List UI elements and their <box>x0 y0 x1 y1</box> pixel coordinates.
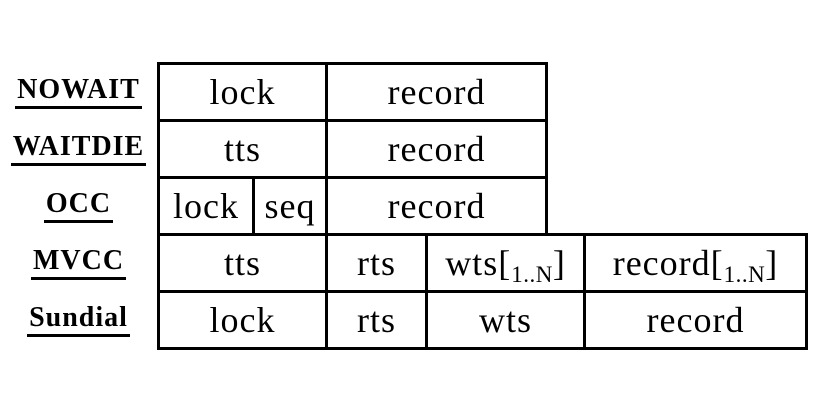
field-label: record <box>646 300 745 340</box>
occ-seq-cell: seq <box>252 176 328 236</box>
protocol-label-text: NOWAIT <box>15 75 142 109</box>
field-label: tts <box>223 129 261 169</box>
field-label: record[1..N] <box>612 243 779 287</box>
protocol-label-text: WAITDIE <box>10 132 147 166</box>
sundial-rts-cell: rts <box>325 290 428 350</box>
sundial-record-cell: record <box>583 290 808 350</box>
occ-record-cell: record <box>325 176 548 236</box>
mvcc-wts-array-cell: wts[1..N] <box>425 233 586 293</box>
protocol-label-text: MVCC <box>30 246 127 280</box>
nowait-record-cell: record <box>325 62 548 122</box>
protocol-record-table: NOWAIT lock record WAITDIE tts record <box>0 62 808 350</box>
subscript-range: 1..N <box>511 262 553 287</box>
field-label: record <box>387 72 486 112</box>
field-label: wts <box>478 300 532 340</box>
field-label: lock <box>173 186 239 226</box>
field-label: wts[1..N] <box>445 243 566 287</box>
field-label: rts <box>357 300 396 340</box>
protocol-label-nowait: NOWAIT <box>0 62 157 122</box>
row-waitdie: WAITDIE tts record <box>0 119 808 179</box>
occ-lock-cell: lock <box>157 176 255 236</box>
row-mvcc: MVCC tts rts wts[1..N] record[1..N] <box>0 233 808 293</box>
field-label: tts <box>223 243 261 283</box>
protocol-label-text: Sundial <box>27 303 130 337</box>
protocol-label-mvcc: MVCC <box>0 233 157 293</box>
field-label: seq <box>264 186 316 226</box>
mvcc-tts-cell: tts <box>157 233 328 293</box>
waitdie-tts-cell: tts <box>157 119 328 179</box>
protocol-label-text: OCC <box>43 189 114 223</box>
protocol-label-occ: OCC <box>0 176 157 236</box>
protocol-label-sundial: Sundial <box>0 290 157 350</box>
row-sundial: Sundial lock rts wts record <box>0 290 808 350</box>
field-label: record <box>387 186 486 226</box>
protocol-label-waitdie: WAITDIE <box>0 119 157 179</box>
row-occ: OCC lock seq record <box>0 176 808 236</box>
mvcc-record-array-cell: record[1..N] <box>583 233 808 293</box>
field-label: record <box>387 129 486 169</box>
nowait-lock-cell: lock <box>157 62 328 122</box>
sundial-wts-cell: wts <box>425 290 586 350</box>
row-nowait: NOWAIT lock record <box>0 62 808 122</box>
field-label: lock <box>209 72 276 112</box>
sundial-lock-cell: lock <box>157 290 328 350</box>
subscript-range: 1..N <box>723 262 766 287</box>
mvcc-rts-cell: rts <box>325 233 428 293</box>
waitdie-record-cell: record <box>325 119 548 179</box>
field-label: lock <box>209 300 276 340</box>
field-label: rts <box>357 243 396 283</box>
